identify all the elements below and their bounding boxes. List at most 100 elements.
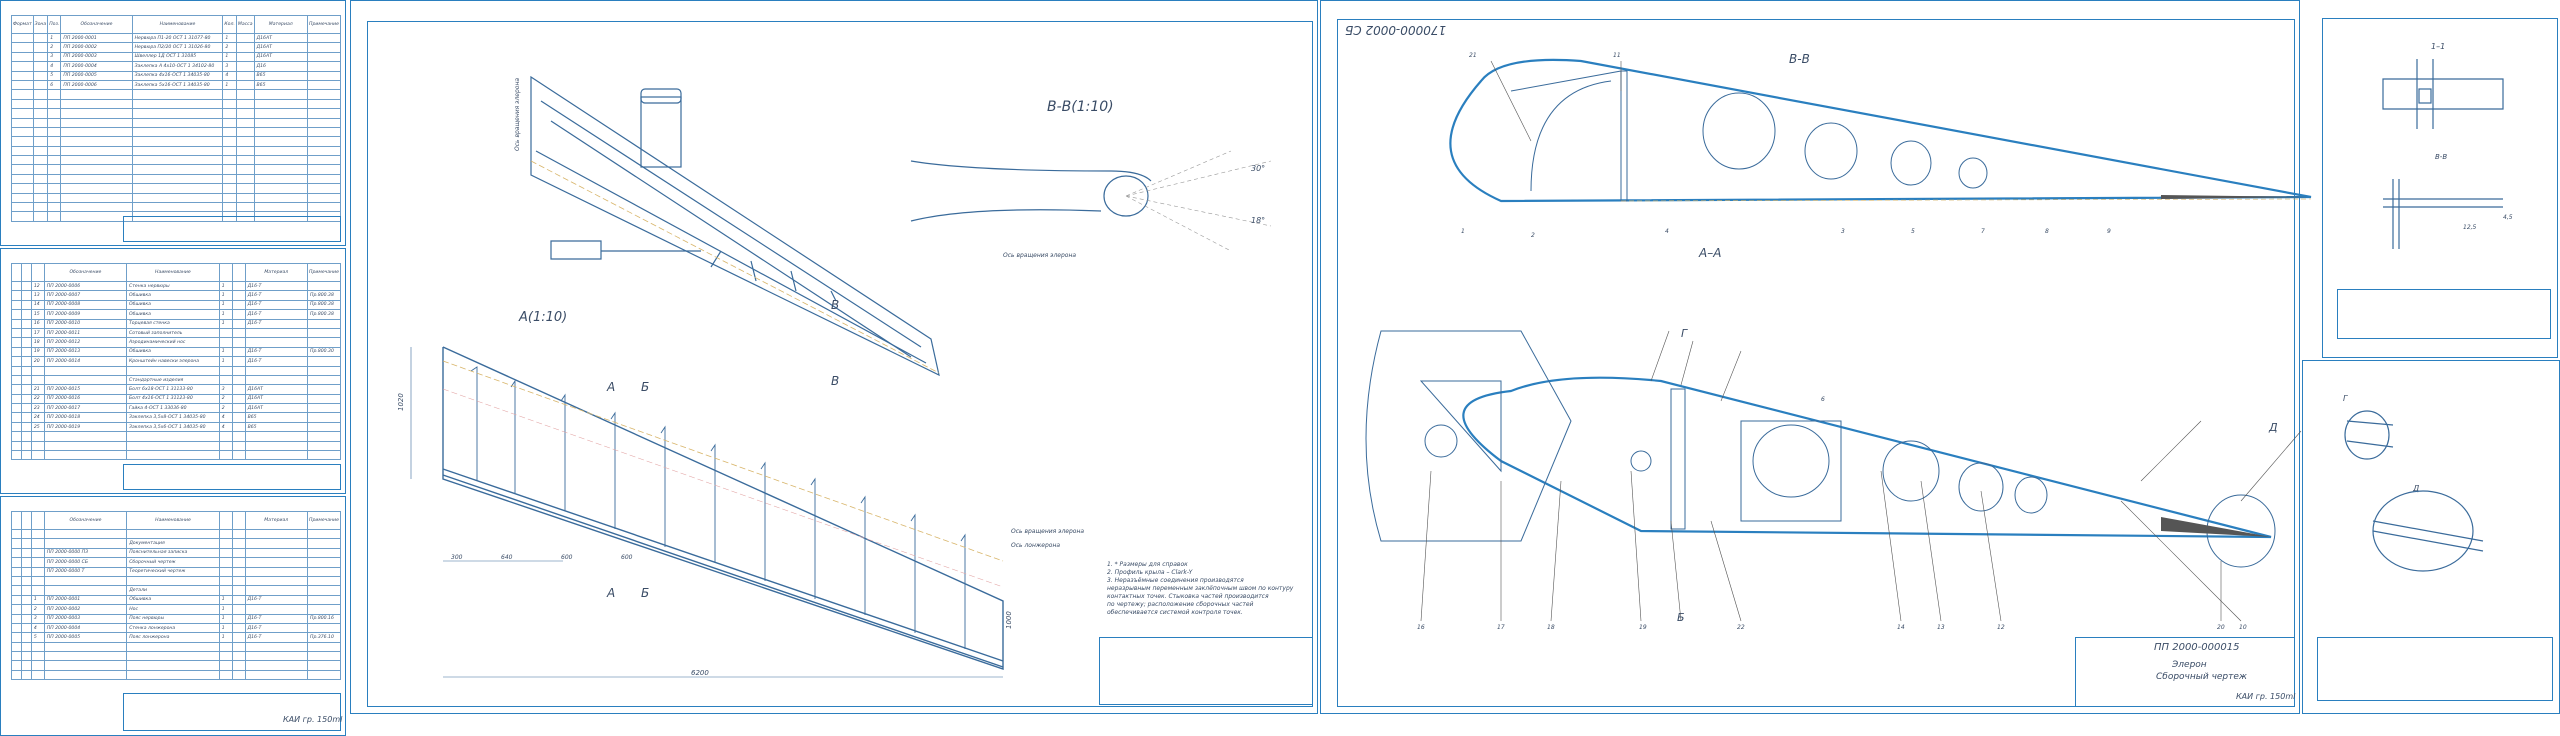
col-designation: Обозначение — [43, 511, 128, 530]
view-marker-d: Д — [2268, 421, 2278, 434]
axis-label-hinge: Ось лонжерона — [1011, 542, 1060, 549]
callout-18: 18 — [1547, 624, 1555, 631]
detail-2-drawing: Г Д — [2343, 394, 2484, 572]
col-designation: Обозначение — [60, 15, 133, 34]
col-mass: Масса — [235, 15, 255, 34]
spec-section-header: Стандартные изделия — [11, 374, 341, 386]
top-view — [530, 75, 940, 377]
col-format: Формат — [11, 15, 34, 34]
airfoil-bb — [1449, 58, 2312, 203]
angle-30: 30° — [1251, 164, 1265, 173]
callout-19: 19 — [1639, 624, 1647, 631]
spec-header-row: Обозначение Наименование Материал Примеч… — [11, 511, 341, 530]
section-mark-b-top: Б — [641, 380, 649, 394]
spec-sheet-3: Обозначение Наименование Материал Примеч… — [0, 496, 346, 736]
dim-12-5: 12,5 — [2463, 224, 2477, 231]
spec-header-row: Формат Зона Поз. Обозначение Наименовани… — [11, 15, 341, 34]
callout-5: 5 — [1911, 228, 1915, 235]
dim-1020: 1020 — [397, 393, 405, 411]
col-note: Примечание — [307, 15, 341, 34]
label-section-11: 1–1 — [2431, 42, 2445, 51]
label-view-d-detail: Д — [2412, 484, 2419, 493]
title-view-a: А(1:10) — [518, 310, 567, 325]
views-drawing: Ось вращения элерона А(1:10) В В В-В(1:1… — [397, 75, 1272, 678]
label-section-aa: А–А — [1698, 246, 1721, 260]
callout-21: 21 — [1469, 52, 1477, 59]
col-qty: Кол. — [222, 15, 237, 34]
dim-600-a: 600 — [561, 554, 573, 561]
callout-8: 8 — [2045, 228, 2049, 235]
svg-text:Ось вращения элерона: Ось вращения элерона — [514, 78, 521, 151]
detail-1-drawing: 1–1 В-В 4,5 12,5 — [2382, 42, 2513, 249]
spec-header-row: Обозначение Наименование Материал Примеч… — [11, 263, 341, 282]
section-bb-drawing — [910, 160, 1152, 222]
dim-640: 640 — [501, 554, 513, 561]
callout-2: 2 — [1531, 232, 1535, 239]
col-material: Материал — [244, 263, 309, 282]
section-mark-a-bottom: А — [606, 586, 615, 600]
dim-4-5: 4,5 — [2503, 214, 2513, 221]
axis-label-bb: Ось вращения элерона — [1003, 252, 1076, 259]
title-block-spec1 — [123, 216, 341, 242]
detail-sheet-2: Г Д — [2302, 360, 2560, 714]
spec-sheet-1: Формат Зона Поз. Обозначение Наименовани… — [0, 0, 346, 246]
doc-code: ПП 2000-000015 — [2154, 642, 2240, 653]
dim-600-b: 600 — [621, 554, 633, 561]
angle-18: 18° — [1251, 216, 1265, 225]
spec-section-header: Детали — [11, 585, 341, 596]
col-pos: Поз. — [47, 15, 62, 34]
col-name: Наименование — [126, 511, 220, 530]
view-marker-b: Б — [1677, 611, 1685, 624]
spec-table-3: Обозначение Наименование Материал Примеч… — [11, 511, 341, 681]
side-view — [442, 346, 1004, 670]
callout-22: 22 — [1737, 624, 1745, 631]
spec-table-1: Формат Зона Поз. Обозначение Наименовани… — [11, 15, 341, 222]
spec-table-2: Обозначение Наименование Материал Примеч… — [11, 263, 341, 461]
callout-9: 9 — [2107, 228, 2111, 235]
ribs — [470, 366, 966, 649]
airfoil-aa — [1462, 376, 2272, 539]
callout-6: 6 — [1821, 396, 1825, 403]
dim-6200: 6200 — [691, 669, 709, 677]
title-doc: Сборочный чертеж — [2156, 672, 2248, 682]
callout-4: 4 — [1665, 228, 1669, 235]
callout-12: 12 — [1997, 624, 2005, 631]
col-material: Материал — [244, 511, 309, 530]
dim-300: 300 — [451, 554, 463, 561]
label-section-bb: В-В — [1789, 52, 1810, 66]
title-block-detail-1 — [2337, 289, 2551, 339]
drawing-sheet-views: Ось вращения элерона А(1:10) В В В-В(1:1… — [350, 0, 1318, 714]
callout-3: 3 — [1841, 228, 1845, 235]
section-mark-b-bottom: Б — [641, 586, 649, 600]
title-block-views — [1099, 637, 1313, 705]
axis-label-rotation: Ось вращения элерона — [1011, 528, 1084, 535]
spec-sheet-2: Обозначение Наименование Материал Примеч… — [0, 248, 346, 494]
label-view-g-detail: Г — [2343, 394, 2348, 403]
callout-10: 10 — [2239, 624, 2247, 631]
dim-1000: 1000 — [1005, 611, 1013, 629]
detail-sheet-1: 1–1 В-В 4,5 12,5 — [2322, 18, 2558, 358]
label-section-bb-detail: В-В — [2435, 153, 2447, 161]
